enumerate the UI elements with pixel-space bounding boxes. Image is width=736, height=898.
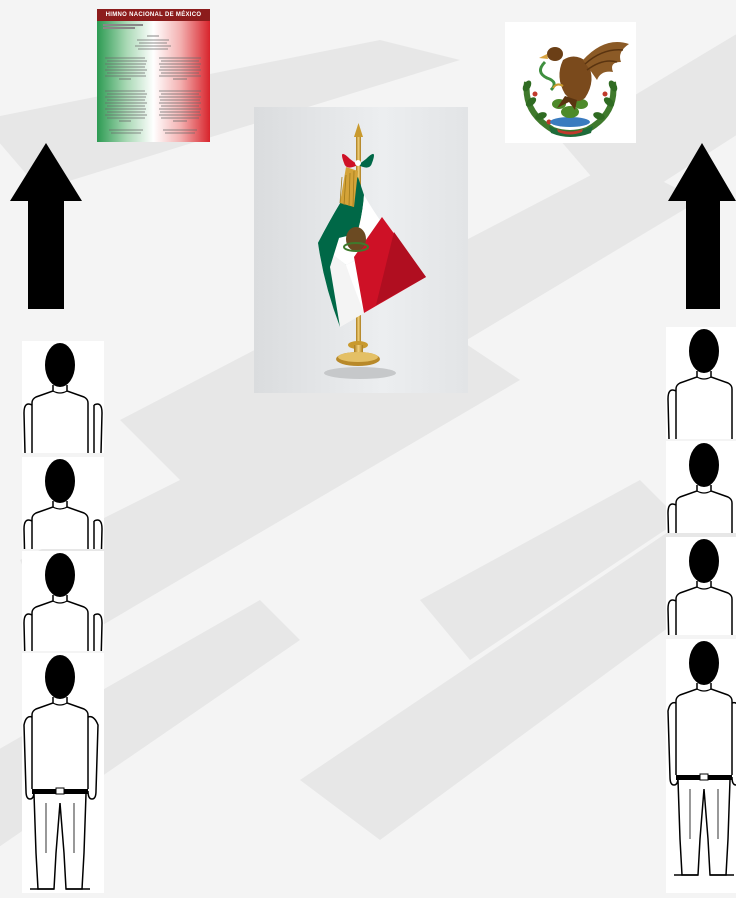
flag-on-stand-photo xyxy=(254,107,468,393)
anthem-text-lines xyxy=(105,35,201,134)
anthem-poster-credits xyxy=(103,23,143,30)
person-figure-right-2 xyxy=(666,441,736,533)
person-figure-left-3 xyxy=(22,551,104,651)
anthem-poster: HIMNO NACIONAL DE MÉXICO xyxy=(97,9,210,142)
person-figure-right-4 xyxy=(666,639,736,893)
arrow-up-right-icon xyxy=(668,143,736,309)
person-figure-right-3 xyxy=(666,537,736,635)
arrow-up-left-icon xyxy=(10,143,82,309)
eagle-emblem-icon xyxy=(522,42,629,137)
anthem-verses xyxy=(97,33,210,142)
person-figure-right-1 xyxy=(666,327,736,439)
person-figure-left-4 xyxy=(22,653,104,893)
coat-of-arms xyxy=(505,22,636,143)
mexican-flag-illustration xyxy=(254,107,468,393)
anthem-poster-title: HIMNO NACIONAL DE MÉXICO xyxy=(97,9,210,21)
person-figure-left-1 xyxy=(22,341,104,453)
person-figure-left-2 xyxy=(22,457,104,549)
